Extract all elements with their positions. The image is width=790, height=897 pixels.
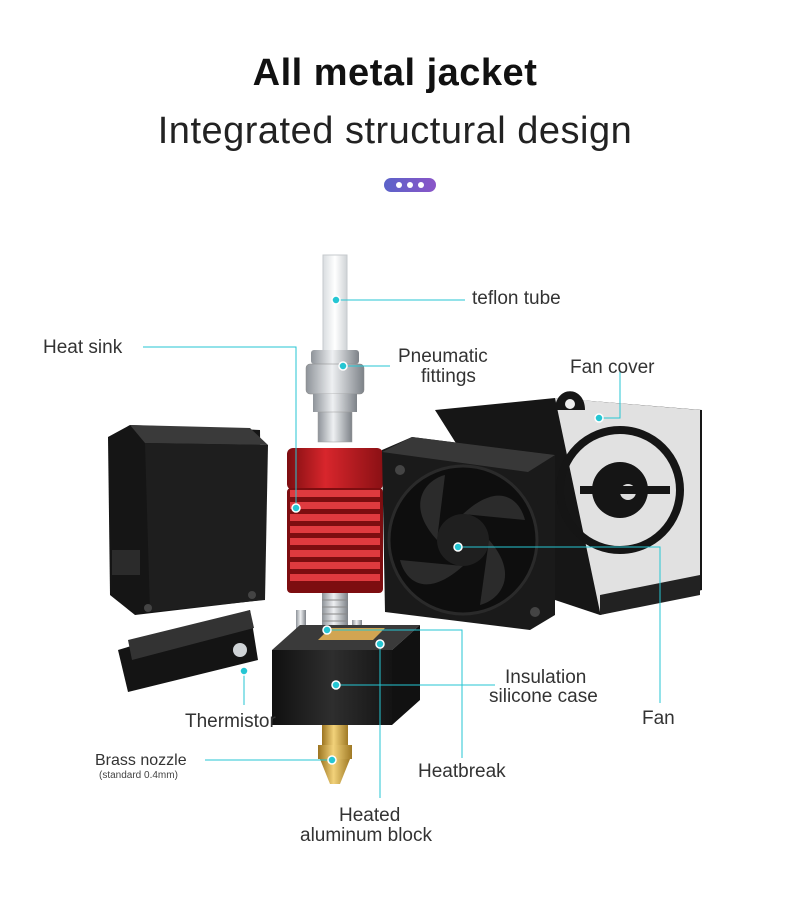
leader-dots — [239, 295, 604, 765]
label-insulation-line1: Insulation — [505, 667, 587, 688]
label-heat-sink: Heat sink — [43, 337, 123, 358]
page-subtitle: Integrated structural design — [157, 110, 633, 152]
label-pneumatic-line1: Pneumatic — [398, 346, 488, 367]
lower-clip — [118, 610, 258, 692]
left-cover — [108, 425, 268, 615]
label-insulation-line2: silicone case — [489, 686, 598, 707]
label-thermistor: Thermistor — [185, 711, 276, 732]
label-brass-nozzle-note: (standard 0.4mm) — [99, 770, 178, 781]
label-brass-nozzle: Brass nozzle — [95, 752, 187, 769]
page-title: All metal jacket — [252, 52, 538, 94]
label-pneumatic-line2: fittings — [421, 366, 476, 387]
pneumatic-fitting — [305, 350, 365, 443]
label-fan-cover: Fan cover — [570, 357, 655, 378]
label-heatbreak: Heatbreak — [418, 761, 506, 782]
label-teflon-tube: teflon tube — [472, 288, 561, 309]
decorative-dots — [384, 178, 436, 192]
brass-nozzle — [318, 725, 352, 784]
label-fan: Fan — [642, 708, 675, 729]
cooling-fan — [382, 437, 555, 630]
label-heated-line2: aluminum block — [300, 825, 432, 846]
teflon-tube — [322, 254, 348, 356]
heated-aluminum-block — [272, 625, 420, 725]
heat-sink — [287, 448, 383, 593]
leader-lines — [143, 299, 661, 798]
label-heated-line1: Heated — [339, 805, 401, 826]
